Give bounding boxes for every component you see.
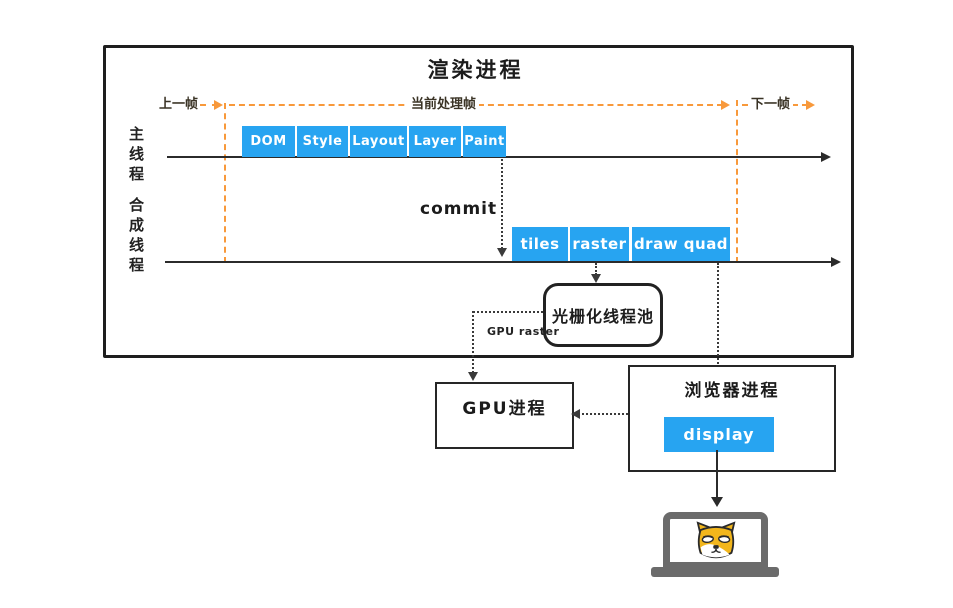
frame-boundary-line-left xyxy=(224,103,226,263)
shiba-dog-icon xyxy=(696,520,735,558)
pool-gpu-connector-v xyxy=(472,311,474,373)
compositor-thread-arrow-icon xyxy=(831,257,841,267)
compositor-thread-line xyxy=(165,261,833,263)
browser-gpu-arrow-icon xyxy=(571,409,580,419)
display-laptop-line xyxy=(716,450,718,498)
prev-frame-dash xyxy=(200,104,218,106)
browser-gpu-connector xyxy=(578,413,628,415)
prev-frame-label: 上一帧 xyxy=(156,97,202,113)
display-laptop-arrow-icon xyxy=(711,497,723,507)
pool-gpu-connector-h xyxy=(473,311,543,313)
stage-layer: Layer xyxy=(409,126,461,157)
commit-arrow-icon xyxy=(497,248,507,257)
gpu-raster-label: GPU raster xyxy=(487,325,560,338)
stage-layout: Layout xyxy=(350,126,407,157)
stage-draw-quad: draw quad xyxy=(632,227,730,261)
browser-process-label: 浏览器进程 xyxy=(684,381,780,401)
browser-process-box: 浏览器进程 display xyxy=(628,365,836,472)
gpu-process-box: GPU进程 xyxy=(435,382,574,449)
pool-gpu-arrow-icon xyxy=(468,372,478,381)
display-box: display xyxy=(664,417,774,452)
current-frame-arrow-icon xyxy=(721,100,730,110)
laptop-base xyxy=(651,567,779,577)
stage-paint: Paint xyxy=(463,126,506,157)
main-thread-label: 主线程 xyxy=(127,126,145,186)
current-frame-label: 当前处理帧 xyxy=(408,97,480,113)
stage-raster: raster xyxy=(570,227,629,261)
drawquad-display-connector xyxy=(717,263,719,400)
main-thread-line xyxy=(167,156,823,158)
raster-pool-connector-line xyxy=(595,263,597,275)
laptop-screen xyxy=(663,512,768,569)
stage-dom: DOM xyxy=(242,126,295,157)
stage-style: Style xyxy=(297,126,348,157)
next-frame-arrow-icon xyxy=(806,100,815,110)
main-thread-arrow-icon xyxy=(821,152,831,162)
prev-frame-arrow-icon xyxy=(214,100,223,110)
commit-label: commit xyxy=(420,199,498,219)
compositor-thread-label: 合成线程 xyxy=(127,197,145,277)
raster-pool-box: 光栅化线程池 xyxy=(543,283,663,347)
render-process-title: 渲染进程 xyxy=(427,58,524,82)
stage-tiles: tiles xyxy=(512,227,568,261)
frame-boundary-line-right xyxy=(736,100,738,263)
commit-connector-line xyxy=(501,159,503,249)
next-frame-label: 下一帧 xyxy=(748,97,794,113)
gpu-process-label: GPU进程 xyxy=(462,399,547,419)
raster-pool-arrow-icon xyxy=(591,274,601,283)
